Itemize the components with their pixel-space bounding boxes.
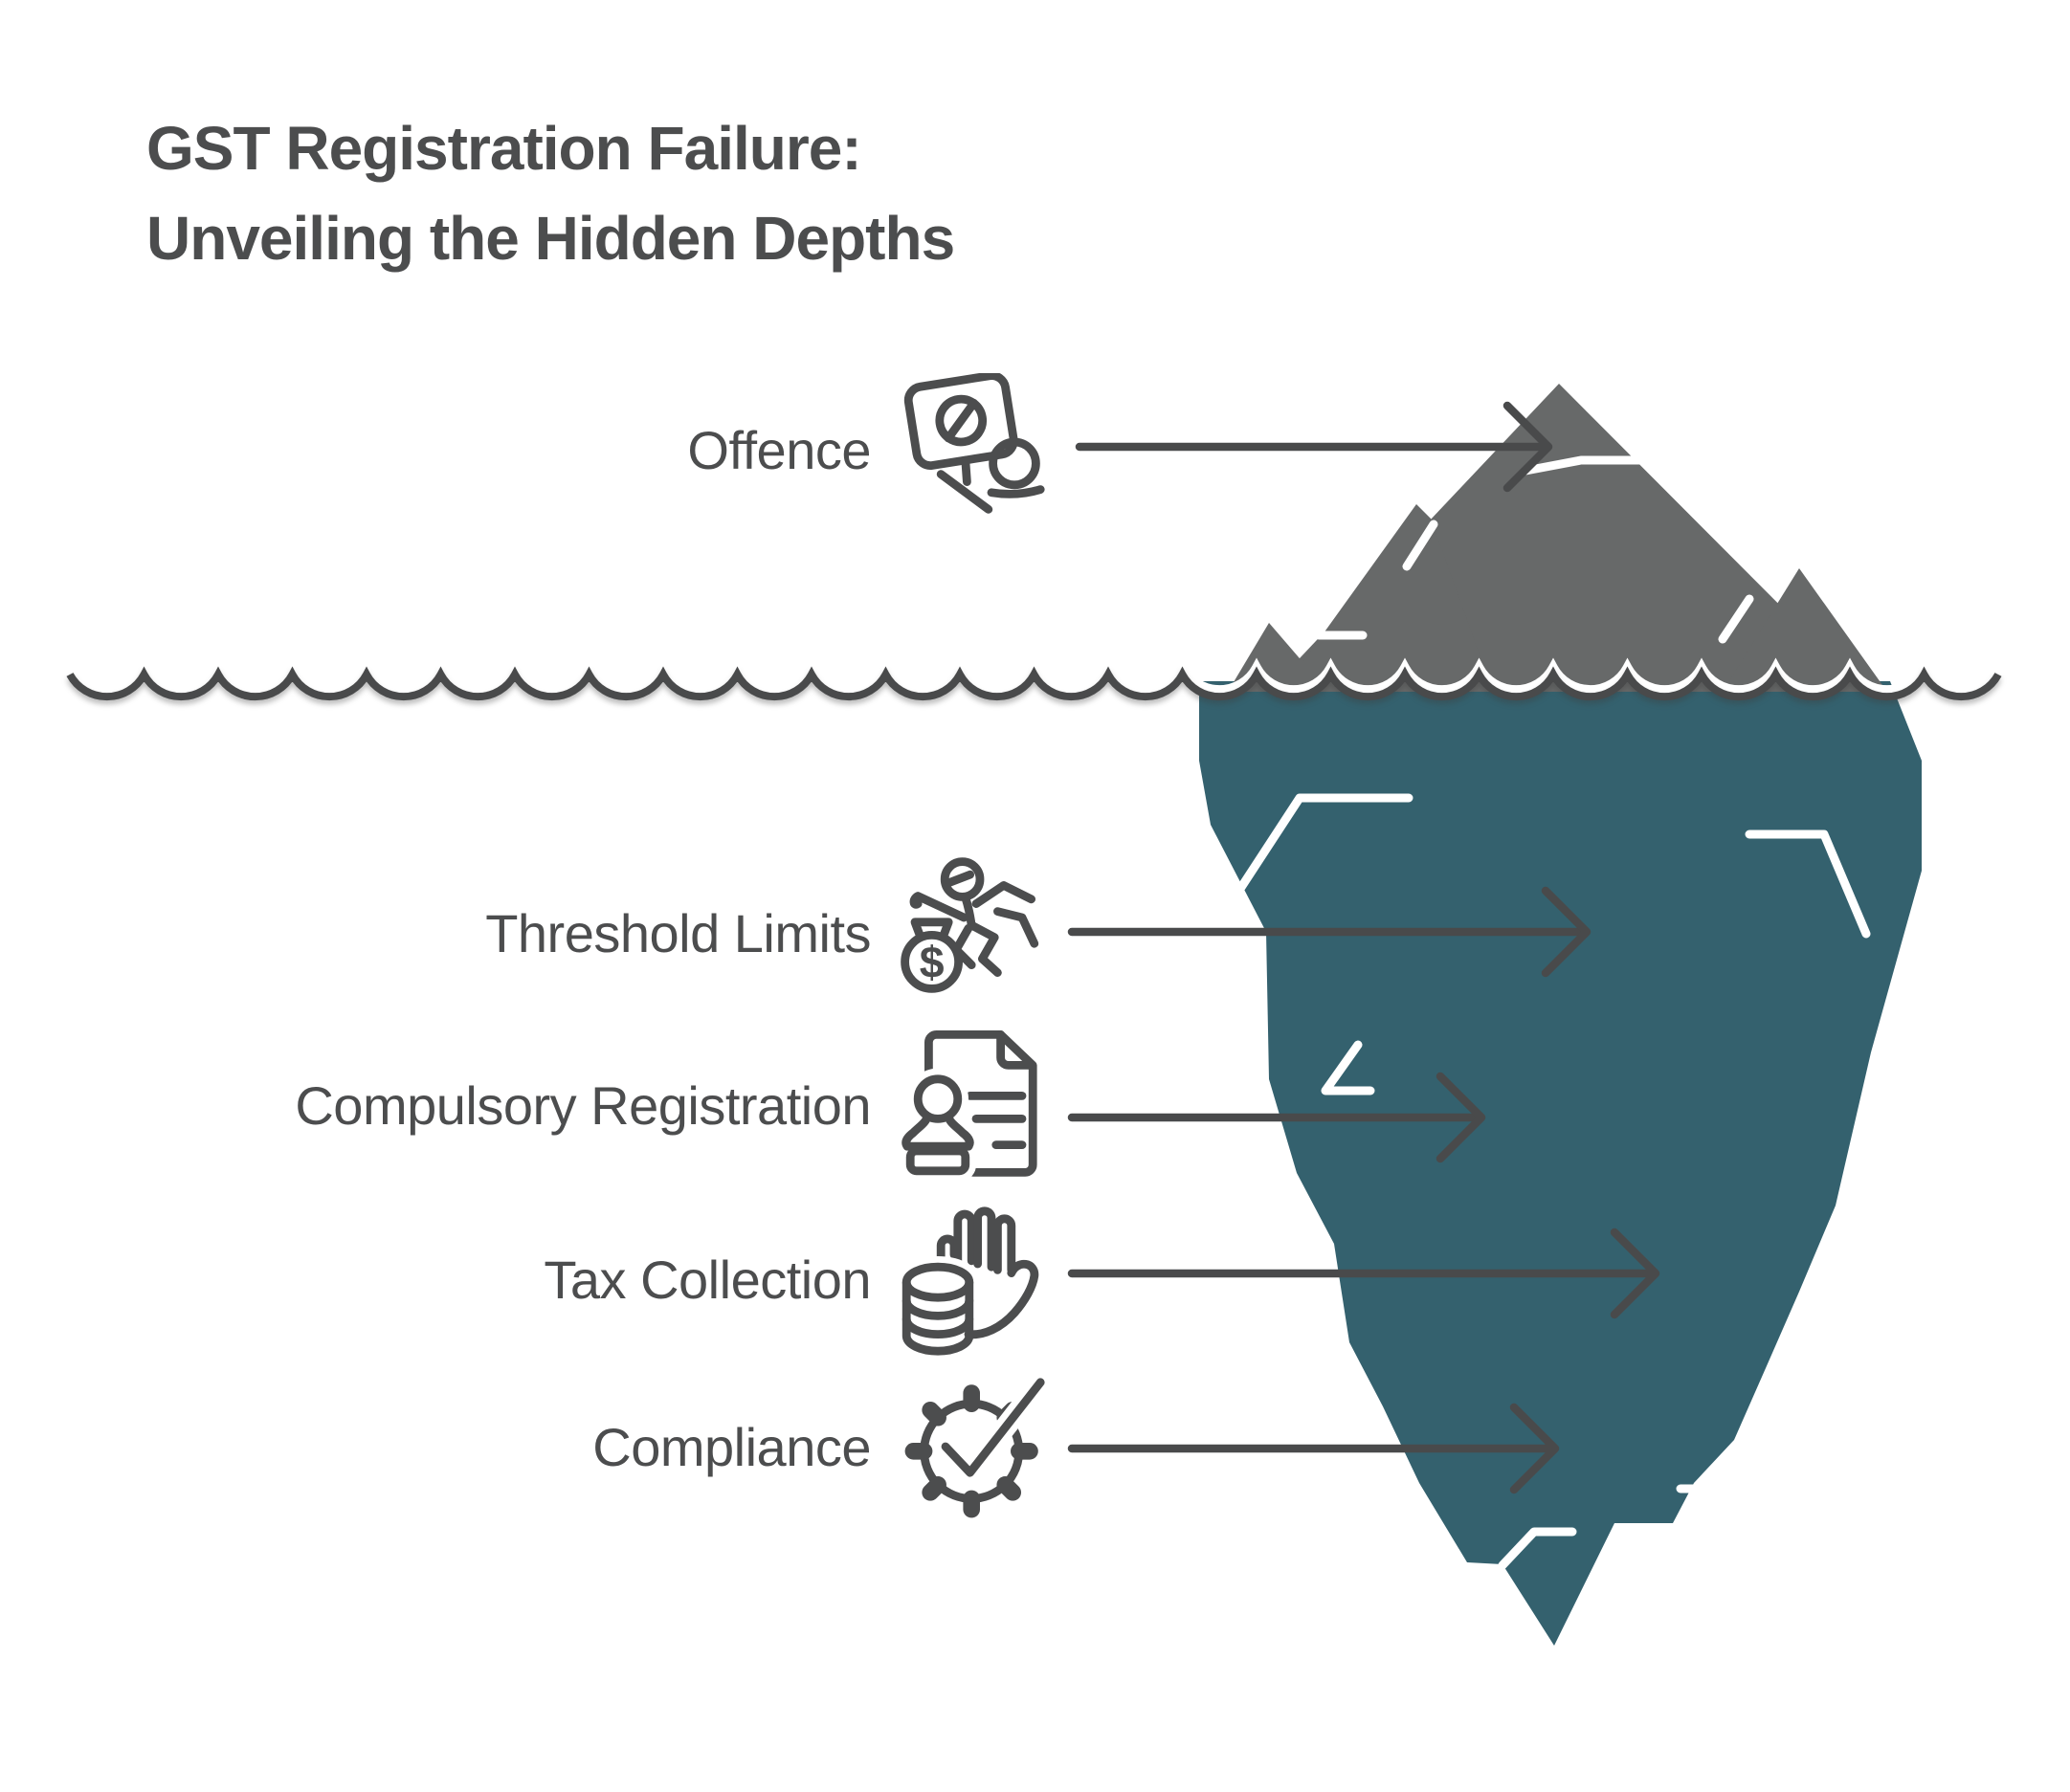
- hand-over-coins-icon: [900, 1206, 1039, 1356]
- svg-text:$: $: [920, 937, 945, 986]
- label-row-tax-collection: Tax Collection: [544, 1203, 1053, 1356]
- label-tax-collection: Tax Collection: [544, 1249, 871, 1310]
- arrow-threshold-limits: [1067, 886, 1591, 978]
- title-line-2: Unveiling the Hidden Depths: [146, 204, 955, 274]
- arrow-offence: [1075, 401, 1553, 493]
- label-compulsory-registration: Compulsory Registration: [295, 1074, 871, 1136]
- label-compliance: Compliance: [592, 1416, 871, 1477]
- label-row-compulsory-registration: Compulsory Registration: [295, 1029, 1053, 1182]
- iceberg-above-water: [1228, 384, 1887, 692]
- label-threshold-limits: Threshold Limits: [485, 902, 871, 963]
- below-water-accent-lines: [1197, 793, 1871, 1570]
- label-row-compliance: Compliance: [592, 1370, 1053, 1523]
- above-water-accent-lines: [1314, 455, 1754, 644]
- label-row-threshold-limits: Threshold Limits $: [485, 856, 1053, 1009]
- label-row-offence: Offence: [687, 373, 1053, 526]
- gear-checkmark-icon: [904, 1371, 1052, 1518]
- title-line-1: GST Registration Failure:: [146, 114, 862, 183]
- arrow-compliance: [1067, 1403, 1560, 1494]
- no-entry-sign-person-icon: [903, 373, 1045, 514]
- page-title: GST Registration Failure: Unveiling the …: [146, 103, 955, 283]
- money-bag-runner-icon: $: [901, 857, 1039, 993]
- arrow-tax-collection: [1067, 1228, 1660, 1319]
- stamp-document-icon: [900, 1030, 1037, 1182]
- label-offence: Offence: [687, 419, 871, 480]
- waterline-wave: [66, 666, 2002, 701]
- iceberg-below-water: [1199, 681, 1922, 1646]
- arrow-compulsory-registration: [1067, 1072, 1486, 1163]
